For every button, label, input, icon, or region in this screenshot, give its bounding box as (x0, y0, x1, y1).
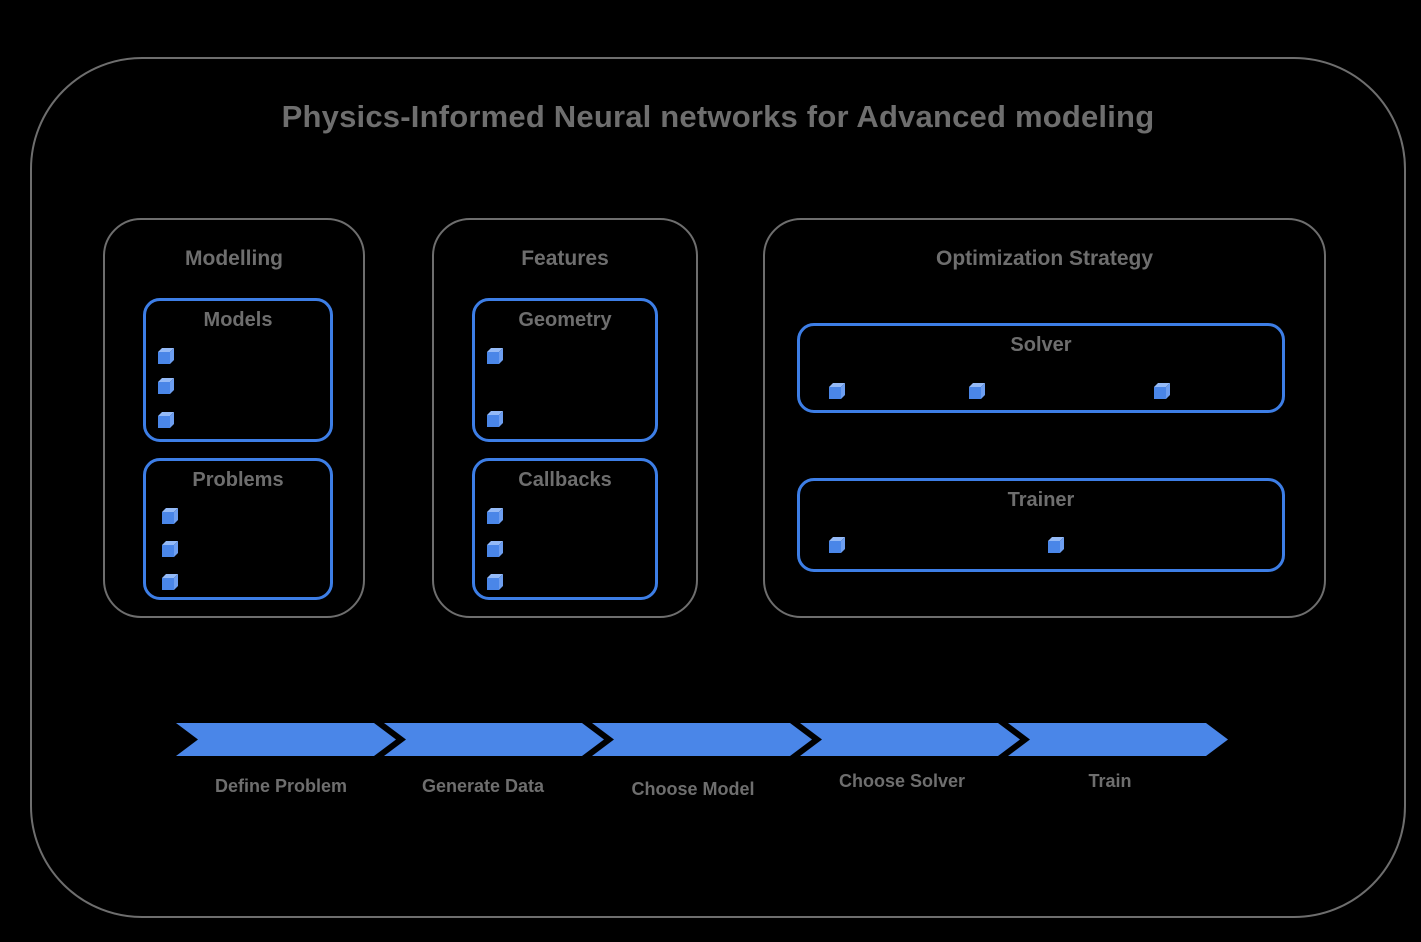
cube-icon (162, 508, 178, 524)
flow-step-choose-solver: Choose Solver (838, 771, 966, 791)
box-models-title: Models (203, 309, 273, 331)
flow-arrow-segment (176, 723, 396, 756)
cube-icon (1048, 537, 1064, 553)
section-optimization-strategy: Optimization Strategy (763, 218, 1326, 618)
cube-icon (487, 508, 503, 524)
flow-arrow-segment (384, 723, 604, 756)
cube-icon (487, 541, 503, 557)
box-problems: Problems (143, 458, 333, 600)
cube-icon (158, 412, 174, 428)
outer-frame (30, 57, 1406, 918)
section-modelling: Modelling (103, 218, 365, 618)
section-optimization-strategy-title: Optimization Strategy (935, 247, 1154, 270)
box-problems-title: Problems (192, 469, 284, 491)
flow-step-train: Train (1088, 771, 1132, 791)
cube-icon (487, 348, 503, 364)
box-geometry-title: Geometry (518, 309, 612, 331)
diagram-title: Physics-Informed Neural networks for Adv… (281, 99, 1155, 134)
flow-step-generate-data: Generate Data (421, 776, 545, 796)
box-models: Models (143, 298, 333, 442)
flow-step-define-problem: Define Problem (214, 776, 348, 796)
box-solver-title: Solver (1010, 334, 1072, 356)
box-geometry: Geometry (472, 298, 658, 442)
flow-arrow-segment (592, 723, 812, 756)
cube-icon (487, 574, 503, 590)
section-modelling-title: Modelling (185, 247, 283, 270)
cube-icon (829, 383, 845, 399)
cube-icon (158, 348, 174, 364)
cube-icon (162, 574, 178, 590)
cube-icon (1154, 383, 1170, 399)
box-callbacks-title: Callbacks (518, 469, 612, 491)
cube-icon (158, 378, 174, 394)
section-features-title: Features (521, 247, 609, 270)
box-trainer: Trainer (797, 478, 1285, 572)
box-solver: Solver (797, 323, 1285, 413)
cube-icon (487, 411, 503, 427)
cube-icon (969, 383, 985, 399)
cube-icon (162, 541, 178, 557)
box-callbacks: Callbacks (472, 458, 658, 600)
section-features: Features (432, 218, 698, 618)
flow-arrow (176, 723, 1228, 756)
flow-step-choose-model: Choose Model (631, 779, 755, 799)
box-trainer-title: Trainer (1007, 489, 1075, 511)
flow-arrow-segment (1008, 723, 1228, 756)
flow-arrow-segment (800, 723, 1020, 756)
cube-icon (829, 537, 845, 553)
